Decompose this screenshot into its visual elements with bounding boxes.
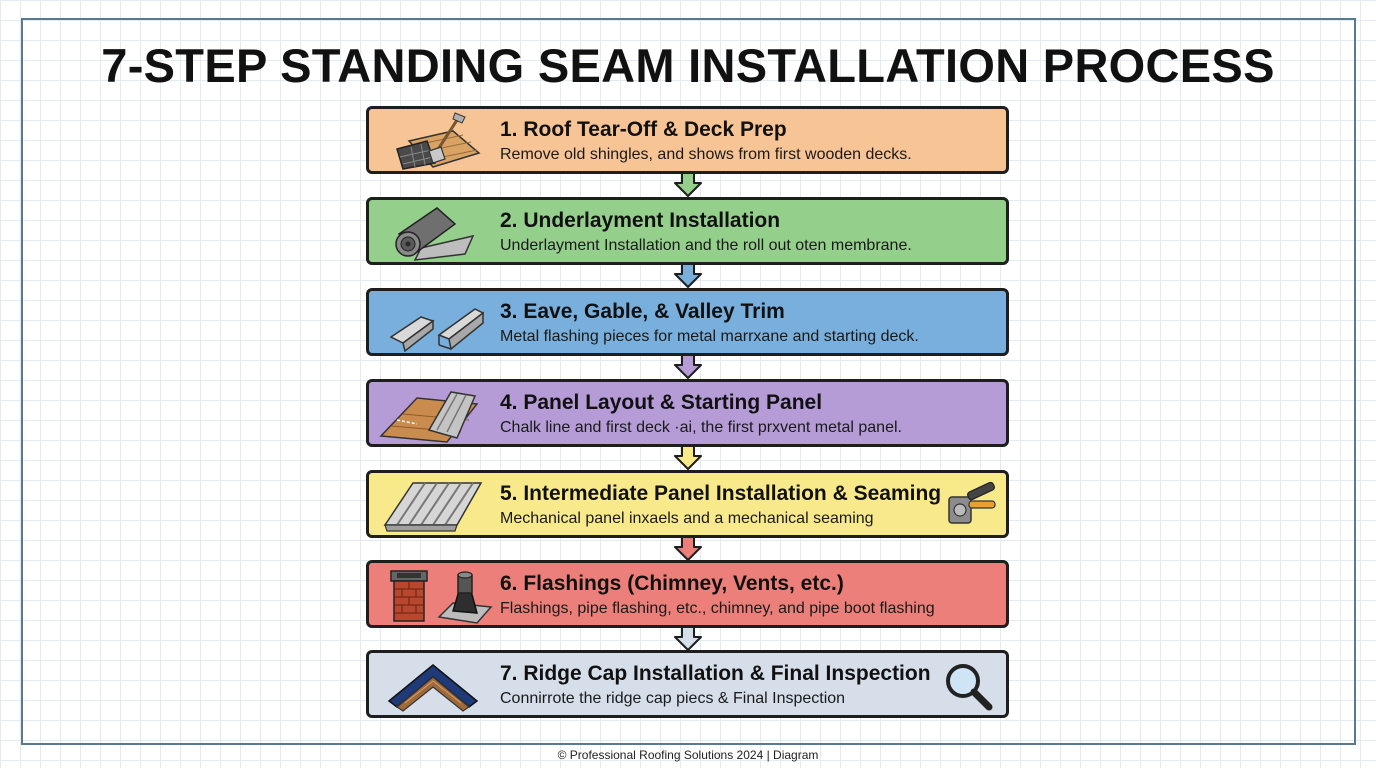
step-2-title: 2. Underlayment Installation (500, 209, 781, 232)
arrow-connector (674, 355, 702, 379)
arrow-connector (674, 173, 702, 197)
panel-layout-icon (379, 391, 479, 443)
step-6-description: Flashings, pipe flashing, etc., chimney,… (500, 600, 935, 617)
chimney-icon (390, 570, 428, 622)
arrow-connector (674, 627, 702, 651)
shingles-shovel-icon (396, 112, 481, 170)
step-7-description: Connirrote the ridge cap piecs & Final I… (500, 690, 846, 707)
step-2-box: 2. Underlayment Installation Underlaymen… (366, 197, 1009, 265)
magnifying-glass-icon (946, 664, 993, 711)
step-3-description: Metal flashing pieces for metal marrxane… (500, 328, 919, 345)
metal-panels-icon (383, 482, 483, 532)
arrow-connector (674, 264, 702, 288)
step-3-title: 3. Eave, Gable, & Valley Trim (500, 300, 785, 323)
step-6-title: 6. Flashings (Chimney, Vents, etc.) (500, 572, 844, 595)
diagram-frame (21, 18, 1356, 745)
step-5-title: 5. Intermediate Panel Installation & Sea… (500, 482, 942, 505)
step-1-title: 1. Roof Tear-Off & Deck Prep (500, 118, 787, 141)
page-title: 7-STEP STANDING SEAM INSTALLATION PROCES… (101, 39, 1275, 92)
step-3-box: 3. Eave, Gable, & Valley Trim Metal flas… (366, 288, 1009, 356)
ridge-cap-icon (387, 664, 479, 712)
step-2-description: Underlayment Installation and the roll o… (500, 237, 912, 254)
underlayment-roll-icon (395, 207, 475, 261)
footer-credit: © Professional Roofing Solutions 2024 | … (557, 748, 819, 762)
arrow-connector (674, 537, 702, 561)
seaming-tool-icon (948, 481, 996, 524)
step-5-description: Mechanical panel inxaels and a mechanica… (500, 510, 874, 527)
step-1-description: Remove old shingles, and shows from firs… (500, 146, 912, 163)
step-5-box: 5. Intermediate Panel Installation & Sea… (366, 470, 1009, 538)
step-4-title: 4. Panel Layout & Starting Panel (500, 391, 823, 414)
step-4-description: Chalk line and first deck ·ai, the first… (500, 419, 902, 436)
step-7-title: 7. Ridge Cap Installation & Final Inspec… (500, 662, 931, 685)
step-6-box: 6. Flashings (Chimney, Vents, etc.) Flas… (366, 560, 1009, 628)
arrow-connector (674, 446, 702, 470)
step-7-box: 7. Ridge Cap Installation & Final Inspec… (366, 650, 1009, 718)
vent-pipe-boot-icon (437, 571, 493, 624)
step-1-box: 1. Roof Tear-Off & Deck Prep Remove old … (366, 106, 1009, 174)
step-4-box: 4. Panel Layout & Starting Panel Chalk l… (366, 379, 1009, 447)
metal-trim-icon (389, 308, 485, 353)
